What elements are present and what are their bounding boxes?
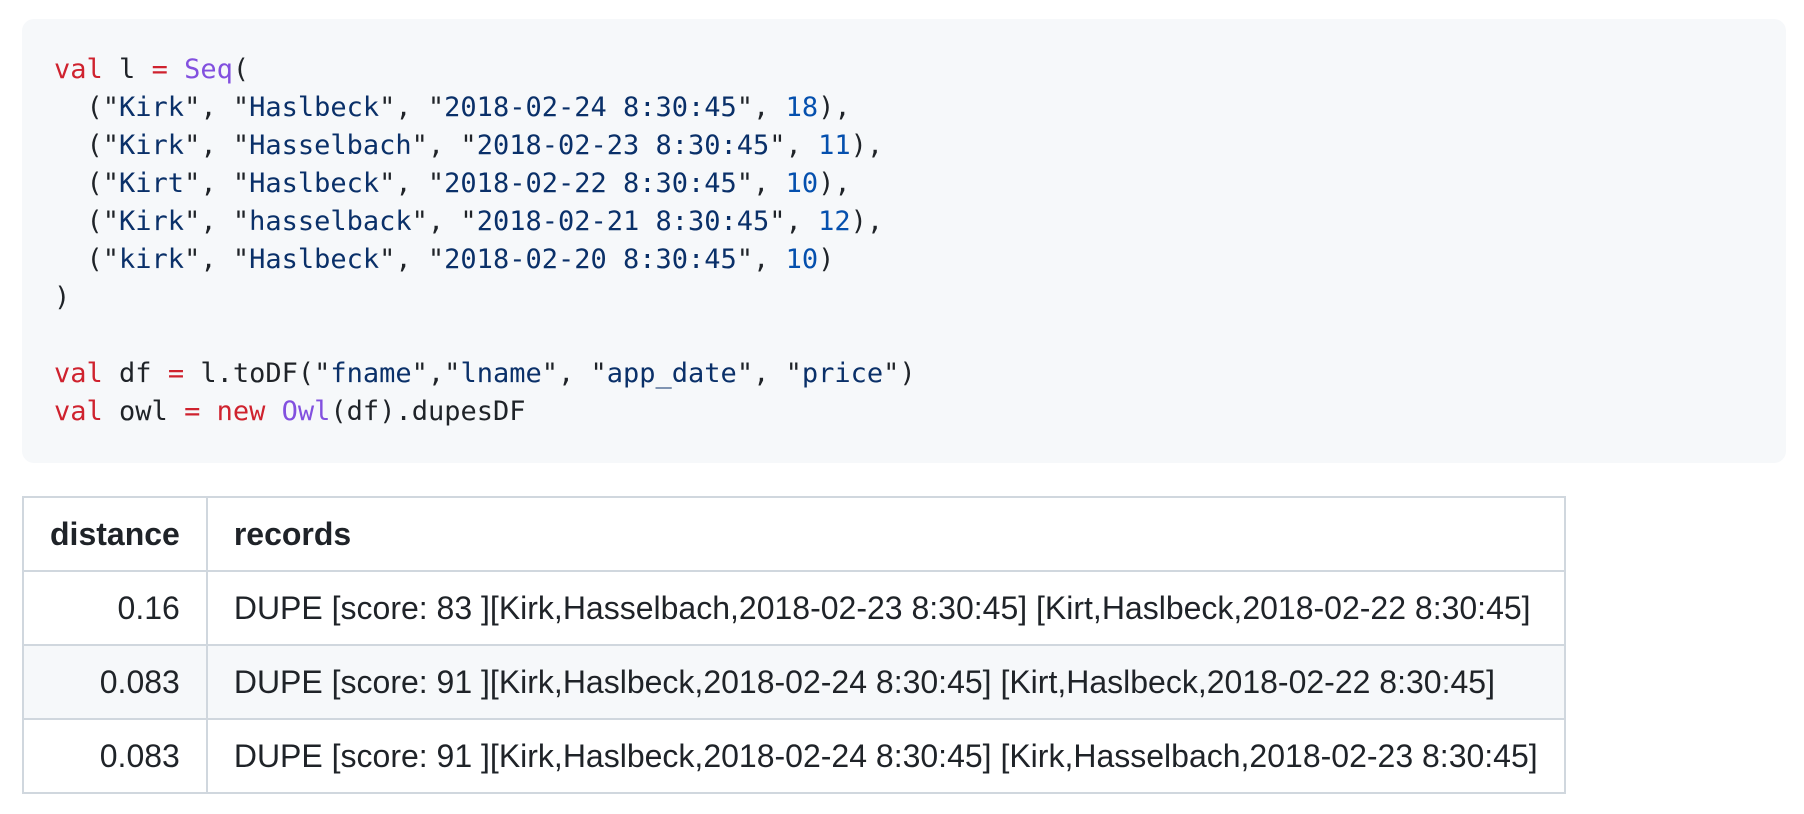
code-token: Haslbeck — [249, 92, 380, 123]
code-token: (" — [54, 168, 120, 199]
code-line: ("Kirk", "Hasselbach", "2018-02-23 8:30:… — [54, 127, 1754, 165]
code-token: price — [801, 358, 884, 389]
distance-cell: 0.083 — [22, 718, 208, 794]
code-token: Kirk — [119, 92, 185, 123]
code-token: ", " — [379, 168, 445, 199]
code-token — [168, 54, 184, 85]
code-token — [265, 396, 281, 427]
code-token: ", " — [184, 130, 250, 161]
code-token: 11 — [818, 130, 851, 161]
code-line: val df = l.toDF("fname","lname", "app_da… — [54, 355, 1754, 393]
code-token: ", " — [736, 358, 802, 389]
code-token: = — [184, 396, 201, 427]
code-token: hasselback — [249, 206, 412, 237]
code-token: Seq — [184, 54, 233, 85]
code-line: val l = Seq( — [54, 51, 1754, 89]
code-token: val — [54, 396, 103, 427]
code-block: val l = Seq( ("Kirk", "Haslbeck", "2018-… — [22, 19, 1786, 463]
code-line: ("Kirk", "Haslbeck", "2018-02-24 8:30:45… — [54, 89, 1754, 127]
code-token: Hasselbach — [249, 130, 412, 161]
code-token: ", — [769, 130, 819, 161]
code-token: 10 — [785, 168, 819, 199]
code-token: ), — [818, 168, 851, 199]
records-cell: DUPE [score: 83 ][Kirk,Hasselbach,2018-0… — [205, 570, 1566, 646]
code-token: ", — [736, 92, 786, 123]
code-line: ("kirk", "Haslbeck", "2018-02-20 8:30:45… — [54, 241, 1754, 279]
code-token: ", " — [411, 206, 477, 237]
column-header-distance: distance — [22, 496, 208, 572]
code-token: = — [167, 358, 185, 389]
records-cell: DUPE [score: 91 ][Kirk,Haslbeck,2018-02-… — [205, 644, 1566, 720]
code-token: ), — [818, 92, 851, 123]
code-token: 2018-02-22 8:30:45 — [444, 168, 737, 199]
header-row: distance records — [22, 496, 1566, 572]
code-token: kirk — [119, 244, 185, 275]
code-token: (" — [54, 92, 120, 123]
code-token: ", " — [411, 130, 477, 161]
code-token — [200, 396, 216, 427]
code-token: ", — [736, 244, 786, 275]
code-token: Haslbeck — [249, 244, 380, 275]
code-token: (" — [54, 244, 120, 275]
table-header: distance records — [22, 496, 1566, 572]
code-token: l — [102, 54, 152, 85]
code-token: ", " — [379, 92, 445, 123]
code-token: 2018-02-24 8:30:45 — [444, 92, 737, 123]
code-token: val — [54, 358, 103, 389]
code-line: ("Kirt", "Haslbeck", "2018-02-22 8:30:45… — [54, 165, 1754, 203]
code-token: val — [54, 54, 103, 85]
code-token: Kirt — [119, 168, 185, 199]
code-token: owl — [102, 396, 185, 427]
code-token: 2018-02-21 8:30:45 — [476, 206, 770, 237]
code-token: ( — [232, 54, 250, 85]
readme-content: val l = Seq( ("Kirk", "Haslbeck", "2018-… — [22, 19, 1786, 794]
code-token: 18 — [785, 92, 819, 123]
code-token: ", " — [541, 358, 607, 389]
code-token: (" — [54, 130, 120, 161]
code-token: 12 — [818, 206, 851, 237]
code-token: ), — [850, 130, 884, 161]
code-token: ", " — [184, 206, 250, 237]
code-token: ", " — [184, 244, 250, 275]
code-token: 2018-02-20 8:30:45 — [444, 244, 737, 275]
code-token: fname — [330, 358, 412, 389]
records-cell: DUPE [score: 91 ][Kirk,Haslbeck,2018-02-… — [205, 718, 1566, 794]
code-token: ), — [850, 206, 884, 237]
code-token: (" — [54, 206, 120, 237]
code-line: ) — [54, 279, 1754, 317]
code-token: ", — [736, 168, 786, 199]
code-token: df — [102, 358, 168, 389]
column-header-records: records — [205, 496, 1566, 572]
code-token: ) — [818, 244, 835, 275]
code-token: ) — [54, 282, 71, 313]
code-line — [54, 317, 1754, 355]
code-token: lname — [460, 358, 542, 389]
code-token: (df).dupesDF — [330, 396, 526, 427]
code-token: Kirk — [119, 130, 185, 161]
code-token: Kirk — [119, 206, 185, 237]
code-token: ", " — [184, 168, 250, 199]
distance-cell: 0.083 — [22, 644, 208, 720]
code-token: l.toDF(" — [184, 358, 331, 389]
code-line: val owl = new Owl(df).dupesDF — [54, 393, 1754, 431]
code-token: ", — [769, 206, 819, 237]
code-token: ") — [883, 358, 916, 389]
code-token: ", " — [184, 92, 250, 123]
code-line: ("Kirk", "hasselback", "2018-02-21 8:30:… — [54, 203, 1754, 241]
code-token: "," — [411, 358, 461, 389]
distance-cell: 0.16 — [22, 570, 208, 646]
code-token: new — [216, 396, 266, 427]
code-token: app_date — [606, 358, 737, 389]
code-token: ", " — [379, 244, 445, 275]
code-token: 2018-02-23 8:30:45 — [476, 130, 770, 161]
code-token: Owl — [281, 396, 331, 427]
code-token: 10 — [785, 244, 819, 275]
code-token: = — [151, 54, 168, 85]
code-token: Haslbeck — [249, 168, 380, 199]
